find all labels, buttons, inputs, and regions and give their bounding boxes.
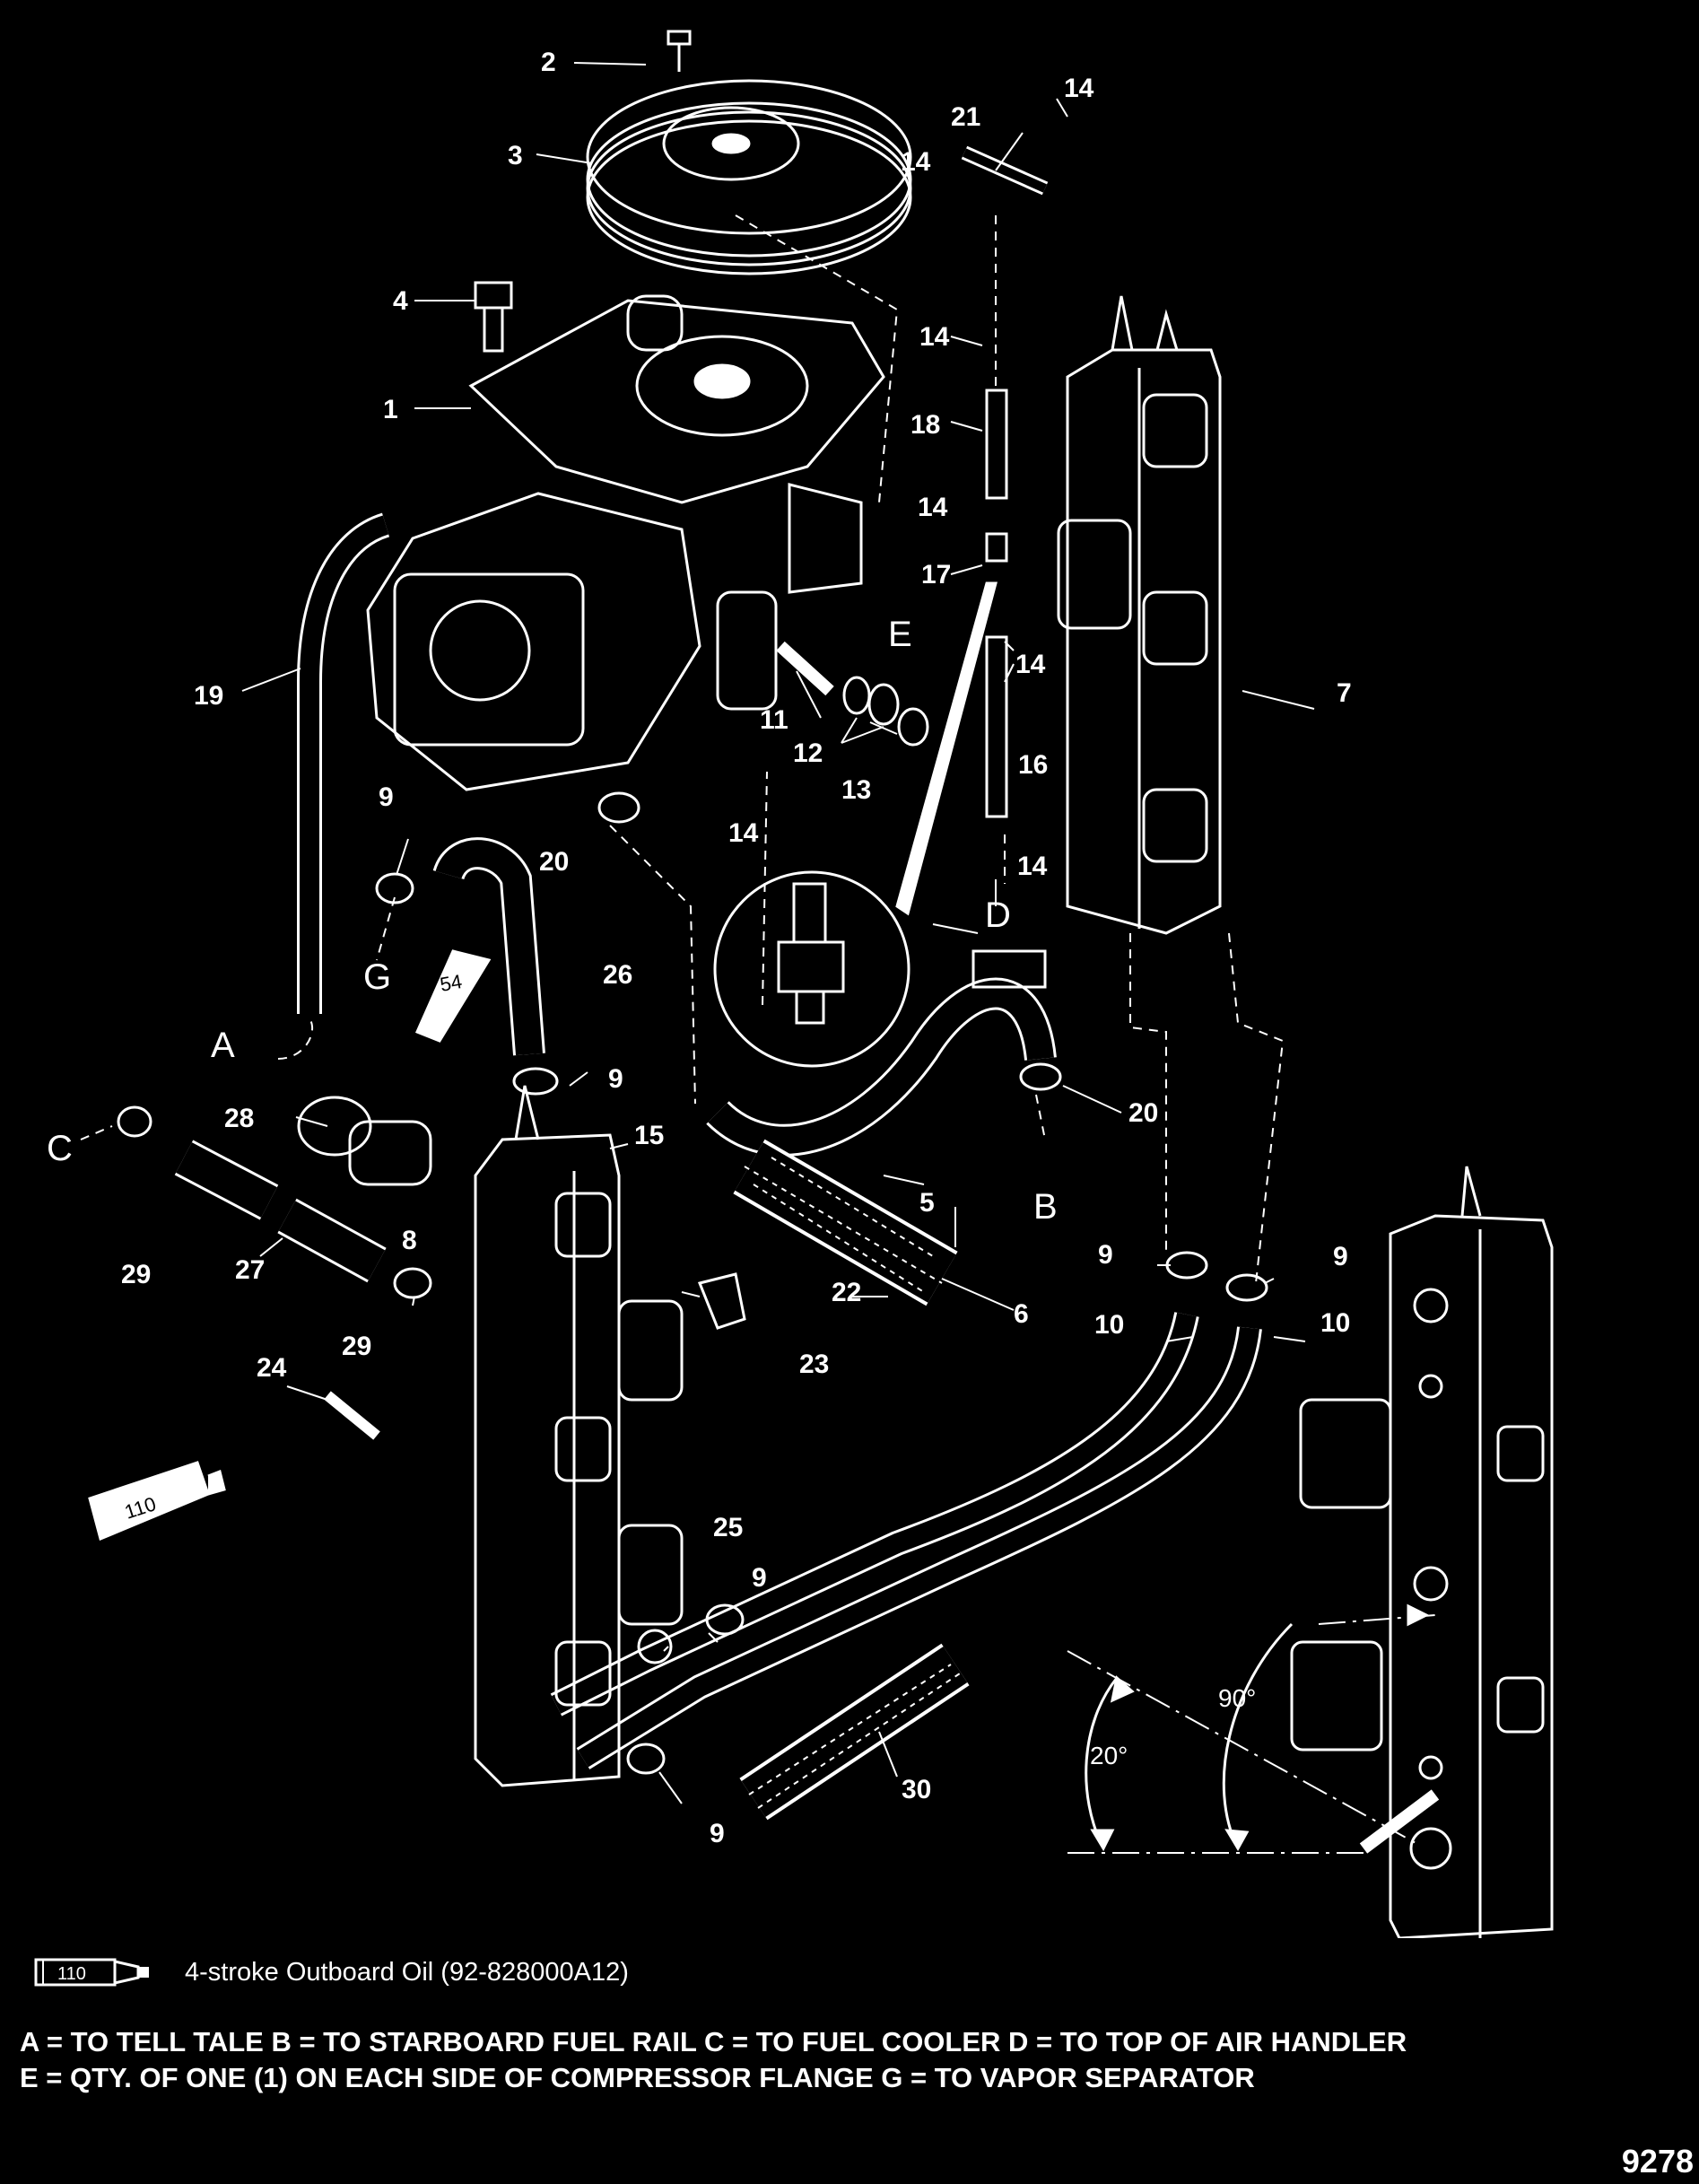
nut-part-25 [637,1629,673,1664]
sleeve-part-6 [733,1139,958,1306]
callout-30: 30 [902,1775,931,1804]
callout-27: 27 [235,1255,265,1285]
legend-tube-label: 110 [57,1964,86,1984]
callout-14: 14 [901,147,931,177]
callout-19: 19 [194,681,223,711]
detail-view-circle [713,581,998,1068]
angle-20-label: 20° [1090,1742,1128,1769]
hose-part-5 [706,977,1057,1157]
callout-14: 14 [1064,74,1094,103]
callout-28: 28 [224,1104,254,1133]
routing-letter-d: D [985,895,1011,935]
oil-tube-110 [88,1461,226,1542]
callout-24: 24 [257,1353,287,1383]
callout-13: 13 [841,775,871,805]
drawing-number: 9278 [1621,2143,1694,2180]
callout-12: 12 [793,738,823,768]
port-fuel-rail-part-15 [474,1085,684,1787]
notes-line-2: E = QTY. OF ONE (1) ON EACH SIDE OF COMP… [20,2062,1255,2093]
callout-17: 17 [921,560,951,590]
routing-lines [80,214,1285,1284]
bolt-part-2 [667,30,692,72]
callout-25: 25 [713,1513,743,1542]
stud-part-24 [324,1391,380,1440]
clip-part-23 [697,1272,746,1330]
connector-parts-8-28 [297,1096,432,1186]
callout-6: 6 [1014,1299,1029,1329]
callout-20: 20 [1128,1098,1158,1128]
rail-inset-view [1290,1166,1554,1938]
callout-9: 9 [1098,1240,1113,1270]
callout-20: 20 [539,847,569,877]
oil-tube-legend-icon: 110 [34,1958,149,1987]
notes-line-1: A = TO TELL TALE B = TO STARBOARD FUEL R… [20,2026,1407,2057]
angle-arcs [1085,1603,1430,1852]
legend-text: 4-stroke Outboard Oil (92-828000A12) [185,1957,629,1987]
pulley-part [586,79,912,275]
callout-9: 9 [608,1064,623,1094]
compressor-bracket-part [468,294,885,504]
sleeve-part-30 [739,1643,970,1821]
callout-9: 9 [1333,1242,1348,1271]
callout-5: 5 [919,1188,935,1218]
callout-4: 4 [393,286,408,316]
routing-letter-e: E [888,615,912,654]
routing-letter-b: B [1033,1187,1058,1227]
callout-23: 23 [799,1350,829,1379]
callout-9: 9 [710,1819,725,1848]
callout-10: 10 [1094,1310,1124,1340]
routing-notes: A = TO TELL TALE B = TO STARBOARD FUEL R… [20,2024,1407,2096]
callout-2: 2 [541,48,556,77]
fitting-column [961,145,1049,989]
exploded-parts-diagram: 2 3 4 1 19 9 20 26 9 28 8 29 27 29 24 15… [47,30,1554,1938]
callout-29: 29 [121,1260,151,1289]
bolt-part-4 [474,281,513,353]
callout-14: 14 [919,322,950,352]
callout-22: 22 [832,1278,861,1307]
routing-letter-a: A [211,1026,235,1065]
callout-14: 14 [728,818,759,848]
angle-90-label: 90° [1218,1684,1256,1712]
callout-14: 14 [1017,852,1048,881]
routing-letter-g: G [363,957,391,997]
leader-lines [241,62,1315,1804]
routing-letter-c: C [47,1129,73,1168]
sealant-tube-54 [414,949,492,1043]
callout-29: 29 [342,1332,371,1361]
callout-3: 3 [508,141,523,170]
callout-21: 21 [951,102,980,132]
callout-10: 10 [1320,1308,1350,1338]
legend-row: 110 4-stroke Outboard Oil (92-828000A12) [32,1945,629,1999]
callout-14: 14 [1015,650,1046,679]
callout-11: 11 [760,705,789,735]
callout-8: 8 [402,1226,417,1255]
starboard-fuel-rail-part-7 [1057,295,1222,935]
tube-54-label: 54 [439,970,464,996]
callout-9: 9 [379,782,394,812]
callout-16: 16 [1018,750,1048,780]
callout-18: 18 [910,410,940,440]
callout-9: 9 [752,1563,767,1593]
callout-14: 14 [918,493,948,522]
callout-7: 7 [1337,678,1352,708]
callout-1: 1 [383,395,398,424]
compressor-body-part [366,483,863,791]
callout-26: 26 [603,960,632,990]
callout-15: 15 [634,1121,664,1150]
washer-stud-parts [776,641,929,747]
